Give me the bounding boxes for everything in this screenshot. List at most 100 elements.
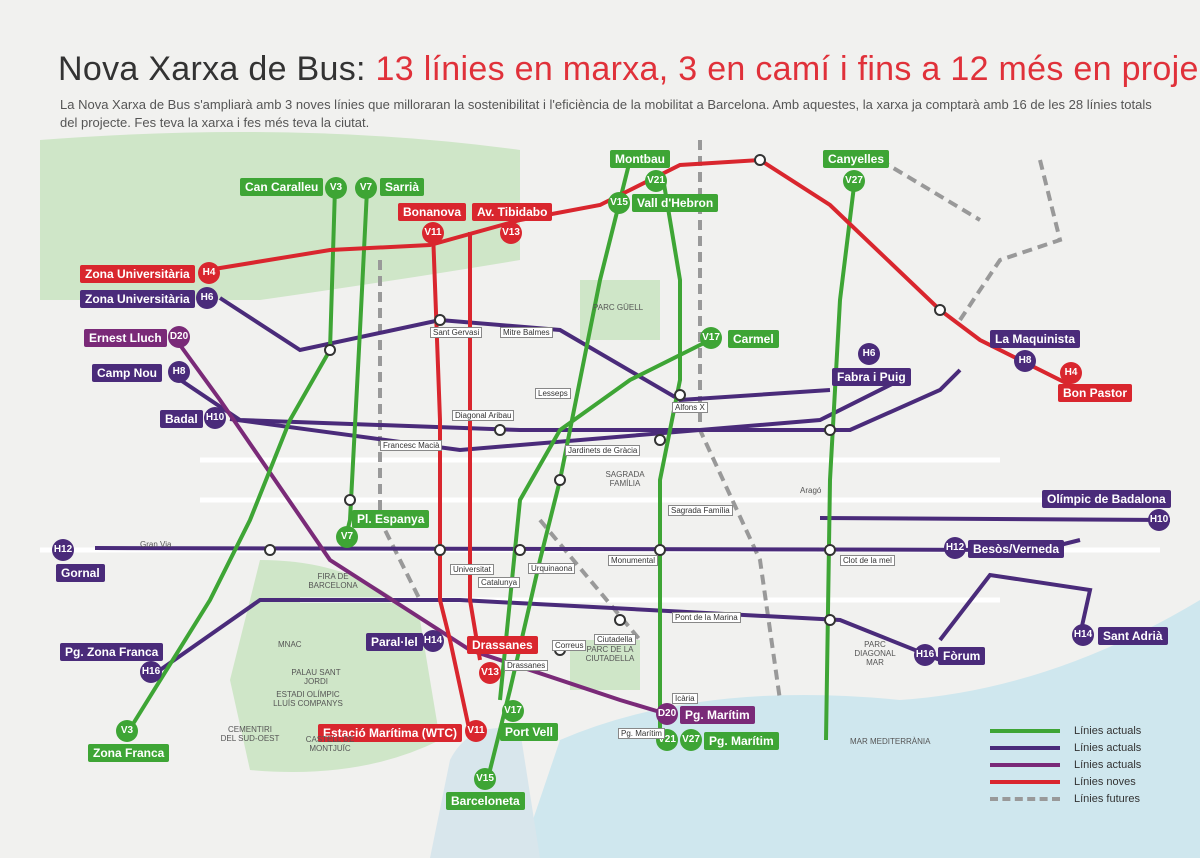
label-palau-sant-jordi: PALAU SANT JORDI: [291, 668, 341, 686]
line-v13-badge-2: V13: [479, 662, 501, 684]
stop-label: Pont de la Marina: [672, 612, 741, 623]
stop-label: Icària: [672, 693, 698, 704]
stop-label: Catalunya: [478, 577, 521, 588]
line-d20-badge-2: D20: [656, 703, 678, 725]
terminus-port-vell: Port Vell: [500, 723, 559, 741]
label-gran-via: Gran Via: [140, 540, 172, 549]
line-h12-badge: H12: [52, 539, 74, 561]
terminus-montbau: Montbau: [610, 150, 670, 168]
legend-swatch-purple: [990, 745, 1060, 750]
terminus-canyelles: Canyelles: [823, 150, 890, 168]
line-v21-badge: V21: [645, 170, 667, 192]
stop-label: Drassanes: [504, 660, 549, 671]
label-mar-mediterrania: MAR MEDITERRÀNIA: [850, 737, 931, 746]
legend-item: Línies actuals: [990, 722, 1190, 739]
label-diagonal-mar: PARC DIAGONAL MAR: [854, 640, 896, 667]
legend-item: Línies actuals: [990, 739, 1190, 756]
line-h16-badge: H16: [140, 661, 162, 683]
terminus-olimpic-badalona: Olímpic de Badalona: [1042, 490, 1171, 508]
stop-label: Universitat: [450, 564, 494, 575]
stop-label: Alfons X: [672, 402, 708, 413]
map-title: Nova Xarxa de Bus: 13 línies en marxa, 3…: [58, 50, 1200, 88]
line-d20-badge: D20: [168, 326, 190, 348]
terminus-pg-maritim-d20: Pg. Marítim: [680, 706, 755, 724]
terminus-zona-franca: Zona Franca: [88, 744, 170, 762]
terminus-besos-verneda: Besòs/Verneda: [968, 540, 1065, 558]
terminus-barceloneta: Barceloneta: [446, 792, 525, 810]
terminus-vall-hebron: Vall d'Hebron: [632, 194, 719, 212]
terminus-estacio-maritima: Estació Marítima (WTC): [318, 724, 463, 742]
line-v13-badge: V13: [500, 222, 522, 244]
label-castell: CASTELL DE MONTJUÏC: [305, 735, 355, 753]
legend-item: Línies noves: [990, 773, 1190, 790]
terminus-fabra-i-puig: Fabra i Puig: [832, 368, 911, 386]
line-h8-badge: H8: [168, 361, 190, 383]
legend-swatch-red: [990, 779, 1060, 784]
terminus-pg-zona-franca: Pg. Zona Franca: [60, 643, 164, 661]
line-h16-badge-2: H16: [914, 644, 936, 666]
terminus-pg-maritim-v: Pg. Marítim: [704, 732, 779, 750]
line-h6-badge-2: H6: [858, 343, 880, 365]
collserola-park: [40, 132, 520, 300]
line-v11-badge-2: V11: [465, 720, 487, 742]
stop-label: Ciutadella: [594, 634, 636, 645]
terminus-sant-adria: Sant Adrià: [1098, 627, 1168, 645]
legend-item: Línies actuals: [990, 756, 1190, 773]
stop-label: Lesseps: [535, 388, 571, 399]
line-h10-badge: H10: [204, 407, 226, 429]
terminus-drassanes: Drassanes: [467, 636, 538, 654]
line-h4-badge: H4: [198, 262, 220, 284]
terminus-gornal: Gornal: [56, 564, 105, 582]
map-subtitle: La Nova Xarxa de Bus s'ampliarà amb 3 no…: [60, 97, 1152, 130]
montjuic-park: [230, 560, 440, 772]
stop-label: Mitre Balmes: [500, 327, 553, 338]
legend-swatch-magenta: [990, 762, 1060, 767]
line-v15-badge-2: V15: [474, 768, 496, 790]
label-ciutadella: PARC DE LA CIUTADELLA: [585, 645, 635, 663]
stop-label: Diagonal Aribau: [452, 410, 515, 421]
terminus-la-maquinista: La Maquinista: [990, 330, 1081, 348]
legend-swatch-dashed: [990, 796, 1060, 801]
stop-label: Urquinaona: [528, 563, 576, 574]
stop-label: Jardinets de Gràcia: [565, 445, 641, 456]
stop-label: Francesc Macià: [380, 440, 443, 451]
terminus-can-caralleu: Can Caralleu: [240, 178, 324, 196]
terminus-parallel: Paral·lel: [366, 633, 423, 651]
terminus-sarria: Sarrià: [380, 178, 425, 196]
legend-swatch-green: [990, 728, 1060, 733]
label-parc-guell: PARC GÜELL: [593, 303, 644, 312]
stop-label: Sagrada Família: [668, 505, 733, 516]
terminus-forum: Fòrum: [938, 647, 986, 665]
label-sagrada-familia: SAGRADA FAMÍLIA: [605, 470, 645, 488]
line-v15-badge: V15: [608, 192, 630, 214]
terminus-ernest-lluch: Ernest Lluch: [84, 329, 167, 347]
stop-label: Correus: [552, 640, 587, 651]
label-estadi: ESTADI OLÍMPIC LLUÍS COMPANYS: [273, 690, 343, 708]
terminus-av-tibidabo: Av. Tibidabo: [472, 203, 553, 221]
stop-label: Clot de la mel: [840, 555, 895, 566]
legend: Línies actuals Línies actuals Línies act…: [990, 722, 1190, 807]
stop-label: Sant Gervasi: [430, 327, 483, 338]
line-h12-badge-2: H12: [944, 537, 966, 559]
terminus-bonanova: Bonanova: [398, 203, 467, 221]
terminus-zona-universitaria-h4: Zona Universitària: [80, 265, 195, 283]
line-h4-badge-2: H4: [1060, 362, 1082, 384]
sea: [520, 600, 1200, 858]
line-h14-badge-2: H14: [1072, 624, 1094, 646]
label-arago: Aragó: [800, 486, 822, 495]
line-h10-badge-2: H10: [1148, 509, 1170, 531]
line-v7-badge: V7: [355, 177, 377, 199]
terminus-bon-pastor: Bon Pastor: [1058, 384, 1133, 402]
stop-label: Pg. Marítim: [618, 728, 665, 739]
legend-item: Línies futures: [990, 790, 1190, 807]
line-v17-badge: V17: [700, 327, 722, 349]
stop-label: Monumental: [608, 555, 659, 566]
terminus-pl-espanya: Pl. Espanya: [352, 510, 430, 528]
terminus-camp-nou: Camp Nou: [92, 364, 162, 382]
line-v11-badge: V11: [422, 222, 444, 244]
line-v17-badge-2: V17: [502, 700, 524, 722]
line-v7-badge-2: V7: [336, 526, 358, 548]
line-v3-badge: V3: [325, 177, 347, 199]
line-h14-badge: H14: [422, 630, 444, 652]
